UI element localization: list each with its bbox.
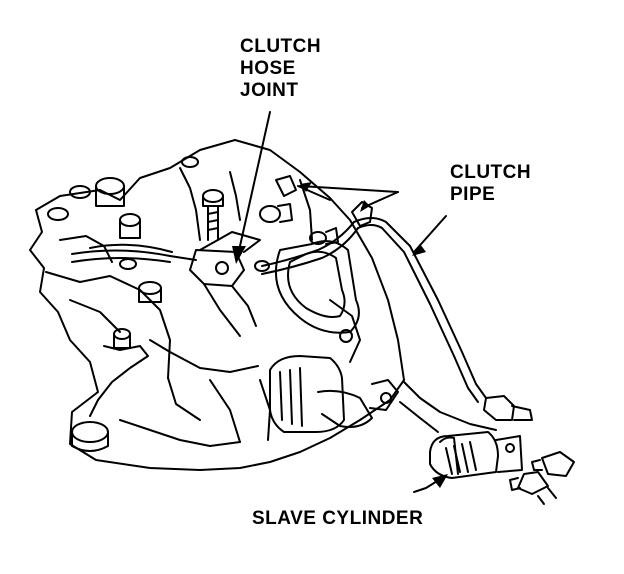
- clutch-hose-joint: [189, 231, 261, 337]
- slave-cylinder-label: SLAVE CYLINDER: [252, 508, 424, 529]
- clutch-cover: [274, 240, 360, 343]
- clutch-hose: [71, 243, 197, 263]
- case-bosses: [47, 156, 199, 303]
- arrowhead-pipe: [412, 244, 426, 256]
- clutch-hose-joint-label: CLUTCH HOSE JOINT: [240, 36, 321, 102]
- clutch-pipe-line-2: PIPE: [450, 184, 496, 205]
- mount-bracket: [71, 328, 149, 452]
- transmission-case: [29, 139, 405, 471]
- clutch-hose-joint-line-2: HOSE: [240, 58, 296, 79]
- arrowhead-slave: [432, 474, 448, 488]
- clutch-pipe-label: CLUTCH PIPE: [450, 162, 531, 206]
- leader-lines: [239, 111, 447, 253]
- arrowhead-cover-b: [360, 200, 370, 212]
- slave-cylinder: [399, 381, 523, 479]
- clutch-pipe-line-1: CLUTCH: [450, 162, 532, 183]
- clutch-hose-joint-line-1: CLUTCH: [240, 36, 322, 57]
- clutch-hose-joint-line-3: JOINT: [240, 80, 299, 101]
- bolts: [202, 175, 575, 505]
- arrowhead-cover-a: [300, 182, 312, 192]
- clutch-pipe: [261, 201, 533, 421]
- release-fork-boot: [269, 355, 399, 433]
- arrowhead-hose-joint: [232, 246, 246, 264]
